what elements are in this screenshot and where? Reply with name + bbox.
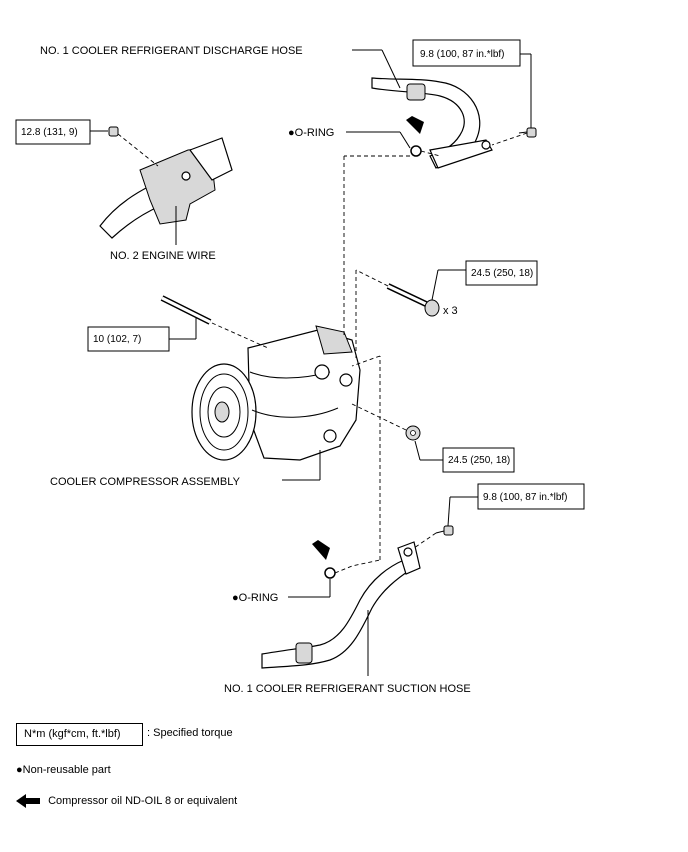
torque-suction-bolt: 9.8 (100, 87 in.*lbf) <box>483 492 568 503</box>
torque-compressor-bolts: 24.5 (250, 18) <box>471 268 533 279</box>
suction-hose <box>261 541 421 669</box>
legend-torque-desc: : Specified torque <box>147 727 233 739</box>
o-ring-top-label: ●O-RING <box>288 127 334 139</box>
nut-dashline <box>351 403 407 431</box>
oil-arrow-icon <box>16 794 40 808</box>
discharge-bolt-dashline <box>491 132 528 146</box>
o-ring-icon <box>324 567 336 579</box>
leader-compressor-bolt-torque-2 <box>431 269 439 301</box>
bolt-icon <box>108 126 119 137</box>
leader-o-ring-top-2 <box>399 131 411 149</box>
torque-box-wire-bolt <box>15 119 91 145</box>
bolt-icon <box>386 283 440 317</box>
o-ring-icon <box>410 145 422 157</box>
leader-nut-torque-2 <box>414 440 421 461</box>
torque-box-compressor-bolts <box>465 260 538 286</box>
bolt-qty-label: x 3 <box>443 305 458 317</box>
torque-box-suction-bolt <box>477 483 585 510</box>
stud-dashline <box>211 322 269 349</box>
torque-stud: 10 (102, 7) <box>93 334 141 345</box>
torque-box-stud <box>87 326 170 352</box>
oil-arrow-icon <box>312 540 330 560</box>
leader-suction-torque-2 <box>447 496 451 527</box>
compressor-assembly <box>191 325 361 461</box>
torque-box-discharge-bolt <box>412 39 521 67</box>
suction-bolt-dashline <box>413 532 437 549</box>
o-ring-top-dashline <box>420 150 441 157</box>
oil-arrow-icon <box>406 116 424 134</box>
legend-torque-box: N*m (kgf*cm, ft.*lbf) <box>16 723 143 746</box>
wire-bolt-dashline <box>117 133 159 167</box>
compressor-bolt-dashline <box>355 269 389 287</box>
legend-oil-text: Compressor oil ND-OIL 8 or equivalent <box>48 794 238 807</box>
o-ring-bottom-dashline <box>334 559 381 574</box>
compressor-label: COOLER COMPRESSOR ASSEMBLY <box>50 476 241 488</box>
bolt-icon <box>435 525 454 536</box>
torque-wire-bolt: 12.8 (131, 9) <box>21 127 78 138</box>
engine-wire-label: NO. 2 ENGINE WIRE <box>110 250 216 262</box>
stud-icon <box>160 295 212 325</box>
legend-non-reusable: ●Non-reusable part <box>16 764 111 776</box>
torque-nut: 24.5 (250, 18) <box>448 455 510 466</box>
torque-box-nut <box>442 447 515 473</box>
engine-wire-bracket <box>99 137 233 239</box>
discharge-hose <box>371 77 493 169</box>
suction-hose-label: NO. 1 COOLER REFRIGERANT SUCTION HOSE <box>224 683 471 695</box>
bolt-icon <box>518 127 537 138</box>
nut-icon <box>405 425 421 441</box>
legend-oil: Compressor oil ND-OIL 8 or equivalent <box>16 794 237 808</box>
legend-torque-box-text: N*m (kgf*cm, ft.*lbf) <box>24 728 121 740</box>
torque-discharge-bolt: 9.8 (100, 87 in.*lbf) <box>420 49 505 60</box>
leader-discharge-hose-2 <box>381 49 401 89</box>
o-ring-bottom-label: ●O-RING <box>232 592 278 604</box>
suction-alignment-dash-2 <box>351 355 381 367</box>
discharge-hose-label: NO. 1 COOLER REFRIGERANT DISCHARGE HOSE <box>40 45 303 57</box>
